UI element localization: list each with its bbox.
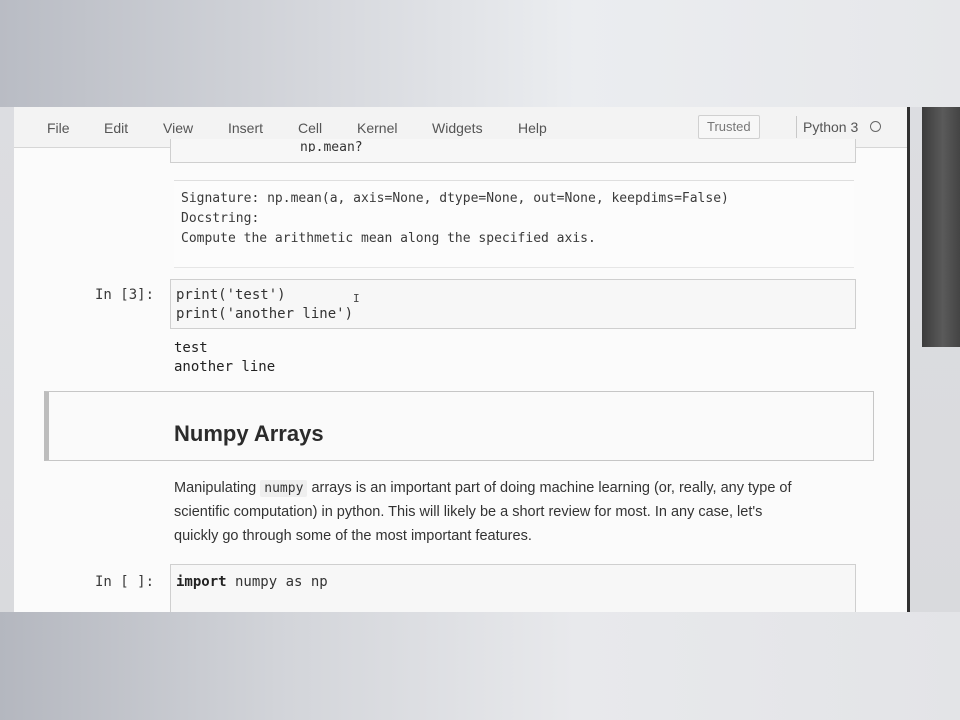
menu-file[interactable]: File xyxy=(47,120,70,136)
menu-bar: File Edit View Insert Cell Kernel Widget… xyxy=(14,107,907,148)
kernel-name[interactable]: Python 3 xyxy=(803,119,859,135)
trusted-indicator[interactable]: Trusted xyxy=(698,115,760,139)
inline-code-numpy: numpy xyxy=(260,480,308,497)
docstring-description: Compute the arithmetic mean along the sp… xyxy=(181,231,596,246)
partial-code-cell[interactable] xyxy=(170,139,856,163)
markdown-paragraph-line-1: Manipulating numpy arrays is an importan… xyxy=(174,480,864,497)
import-keyword: import xyxy=(176,574,227,590)
docstring-label: Docstring: xyxy=(181,211,260,226)
partial-cell-code: np.mean? xyxy=(300,140,363,152)
notebook-window: File Edit View Insert Cell Kernel Widget… xyxy=(14,107,910,612)
menu-insert[interactable]: Insert xyxy=(228,120,264,136)
menu-help[interactable]: Help xyxy=(518,120,547,136)
output-line-2: another line xyxy=(174,359,276,375)
section-heading: Numpy Arrays xyxy=(174,421,324,446)
next-code-line: import numpy as np xyxy=(176,574,328,590)
menu-kernel[interactable]: Kernel xyxy=(357,120,398,136)
output-line-1: test xyxy=(174,340,208,356)
markdown-paragraph-line-2: scientific computation) in python. This … xyxy=(174,504,763,520)
import-target: numpy as np xyxy=(226,574,328,590)
next-cell-prompt: In [ ]: xyxy=(95,574,155,590)
menu-cell[interactable]: Cell xyxy=(298,120,323,136)
code-line-2: print('another line') xyxy=(176,306,354,322)
text-cursor-icon: I xyxy=(353,292,360,305)
markdown-paragraph-line-3: quickly go through some of the most impo… xyxy=(174,528,532,544)
paragraph-text-before-code: Manipulating xyxy=(174,480,257,496)
cell-3-prompt: In [3]: xyxy=(95,287,155,303)
markdown-heading-cell[interactable] xyxy=(44,391,874,461)
code-line-1: print('test') xyxy=(176,287,286,303)
background-top xyxy=(0,0,960,107)
menu-view[interactable]: View xyxy=(163,120,194,136)
background-side-panel xyxy=(922,107,960,347)
menu-widgets[interactable]: Widgets xyxy=(432,120,483,136)
background-bottom xyxy=(0,612,960,720)
code-cell-3[interactable]: print('test') print('another line') xyxy=(170,279,856,329)
docstring-pager: Signature: np.mean(a, axis=None, dtype=N… xyxy=(174,180,854,268)
code-cell-next[interactable]: import numpy as np xyxy=(170,564,856,612)
circle-outline-icon xyxy=(870,121,881,132)
menu-edit[interactable]: Edit xyxy=(104,120,129,136)
kernel-divider xyxy=(796,116,797,138)
docstring-signature: Signature: np.mean(a, axis=None, dtype=N… xyxy=(181,191,729,206)
paragraph-text-after-code: arrays is an important part of doing mac… xyxy=(311,480,792,496)
